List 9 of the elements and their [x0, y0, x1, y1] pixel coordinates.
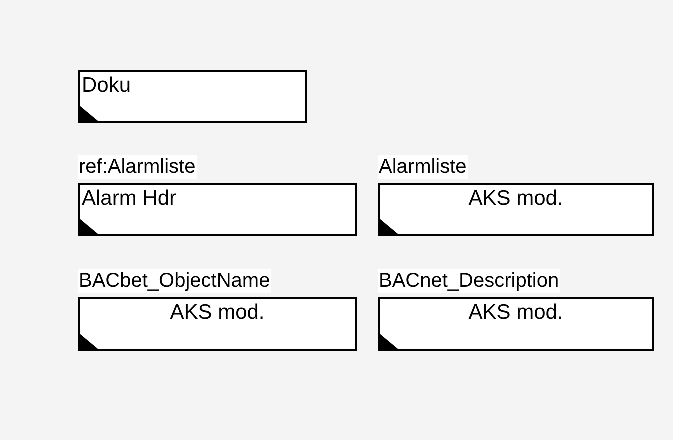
- field-heading: ref:Alarmliste: [78, 155, 197, 179]
- field-value: Alarm Hdr: [81, 186, 178, 212]
- field-value: AKS mod.: [169, 300, 266, 326]
- field-heading: BACnet_Description: [378, 269, 560, 293]
- field-heading: Alarmliste: [378, 155, 468, 179]
- field-value: AKS mod.: [468, 186, 564, 212]
- field-value: Doku: [81, 73, 132, 99]
- field-heading: BACbet_ObjectName: [78, 269, 272, 293]
- field-value: AKS mod.: [468, 300, 564, 326]
